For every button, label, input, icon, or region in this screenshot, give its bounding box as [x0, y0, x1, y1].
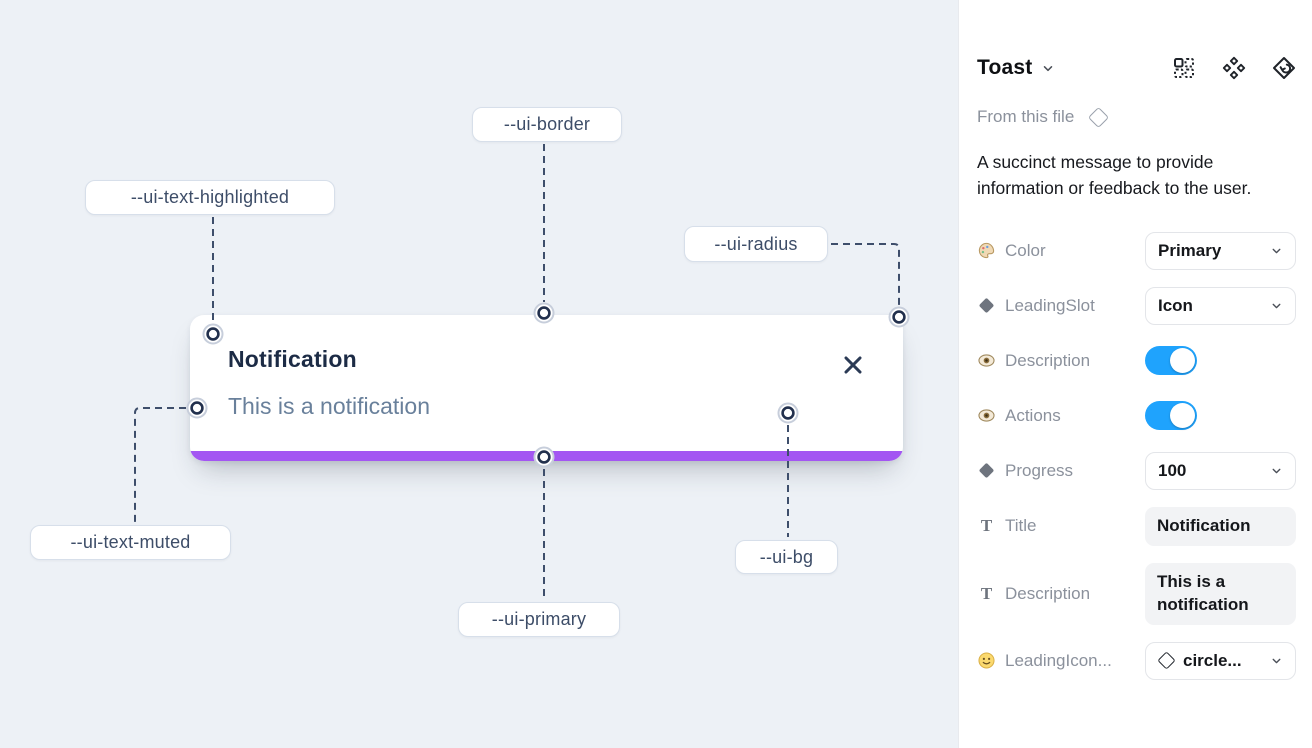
token-label-ui-border: --ui-border [472, 107, 622, 142]
token-label-ui-text-muted: --ui-text-muted [30, 525, 231, 560]
chevron-down-icon [1044, 66, 1053, 72]
eye-icon [977, 406, 996, 425]
token-label-ui-bg: --ui-bg [735, 540, 838, 574]
smiley-icon [977, 651, 996, 670]
design-canvas: Notification This is a notification --ui… [0, 0, 958, 748]
toast-component: Notification This is a notification [190, 315, 903, 461]
description-toggle[interactable] [1145, 346, 1197, 376]
connector-ui-text-muted [134, 407, 186, 522]
source-label: From this file [977, 107, 1075, 126]
toast-title: Notification [228, 346, 357, 372]
properties-panel: Toast [958, 0, 1312, 748]
eye-icon [977, 351, 996, 370]
text-icon: T [980, 516, 993, 536]
leading-slot-select[interactable]: Icon [1145, 286, 1296, 325]
title-field[interactable]: Notification [1145, 506, 1296, 546]
prop-label-actions-toggle: Actions [1005, 405, 1061, 425]
component-description: A succinct message to provide informatio… [977, 152, 1252, 198]
palette-icon [977, 241, 996, 260]
chevron-down-icon [1270, 244, 1283, 257]
panel-header-icons [1172, 56, 1296, 80]
prop-label-description-toggle: Description [1005, 350, 1091, 370]
prop-row-title: T Title Notification [977, 506, 1296, 546]
toast-description: This is a notification [228, 393, 430, 419]
description-field[interactable]: This is a notification [1145, 562, 1296, 625]
connector-ui-radius [831, 243, 900, 305]
prop-row-description-text: T Description This is a notification [977, 562, 1296, 625]
component-button[interactable] [1222, 56, 1246, 80]
diamond-outline-icon [1157, 651, 1176, 670]
prop-row-color: Color Primary [977, 231, 1296, 270]
prop-row-leading-slot: LeadingSlot Icon [977, 286, 1296, 325]
token-label-ui-text-highlighted: --ui-text-highlighted [85, 180, 335, 215]
prop-row-leading-icon: LeadingIcon... circle... [977, 641, 1296, 680]
prop-label-leading-slot: LeadingSlot [1005, 295, 1095, 315]
toast-progress-bar [190, 451, 903, 461]
toggle-knob [1170, 403, 1195, 429]
swap-component-icon [1273, 57, 1295, 79]
prop-label-description-text: Description [1005, 583, 1091, 603]
chevron-down-icon [1270, 299, 1283, 312]
diamond-icon [977, 296, 996, 315]
toggle-knob [1170, 348, 1195, 374]
toast-close-button[interactable] [839, 351, 867, 379]
actions-toggle[interactable] [1145, 401, 1197, 431]
color-select[interactable]: Primary [1145, 231, 1296, 270]
component-title: Toast [977, 56, 1033, 79]
source-row: From this file [977, 106, 1296, 128]
prop-label-progress: Progress [1005, 460, 1074, 480]
token-label-ui-radius: --ui-radius [684, 226, 828, 262]
diamond-outline-icon [1088, 106, 1110, 128]
panel-header: Toast [977, 56, 1296, 80]
leading-icon-select[interactable]: circle... [1145, 641, 1296, 680]
instance-grid-button[interactable] [1172, 56, 1196, 80]
text-icon: T [980, 583, 993, 603]
chevron-down-icon [1270, 464, 1283, 477]
instance-grid-icon [1174, 58, 1194, 78]
swap-component-button[interactable] [1272, 56, 1296, 80]
prop-row-description-toggle: Description [977, 342, 1296, 380]
property-list: Color Primary LeadingSlot Icon Des [977, 231, 1296, 680]
component-title-chevron[interactable] [1041, 61, 1055, 75]
prop-label-title: Title [1005, 516, 1037, 536]
prop-row-actions-toggle: Actions [977, 397, 1296, 435]
chevron-down-icon [1270, 654, 1283, 667]
diamond-icon [977, 461, 996, 480]
prop-label-leading-icon: LeadingIcon... [1005, 650, 1112, 670]
prop-label-color: Color [1005, 240, 1046, 260]
token-label-ui-primary: --ui-primary [458, 602, 620, 637]
prop-row-progress: Progress 100 [977, 451, 1296, 490]
progress-select[interactable]: 100 [1145, 451, 1296, 490]
component-icon [1222, 56, 1246, 80]
close-icon [844, 356, 862, 374]
